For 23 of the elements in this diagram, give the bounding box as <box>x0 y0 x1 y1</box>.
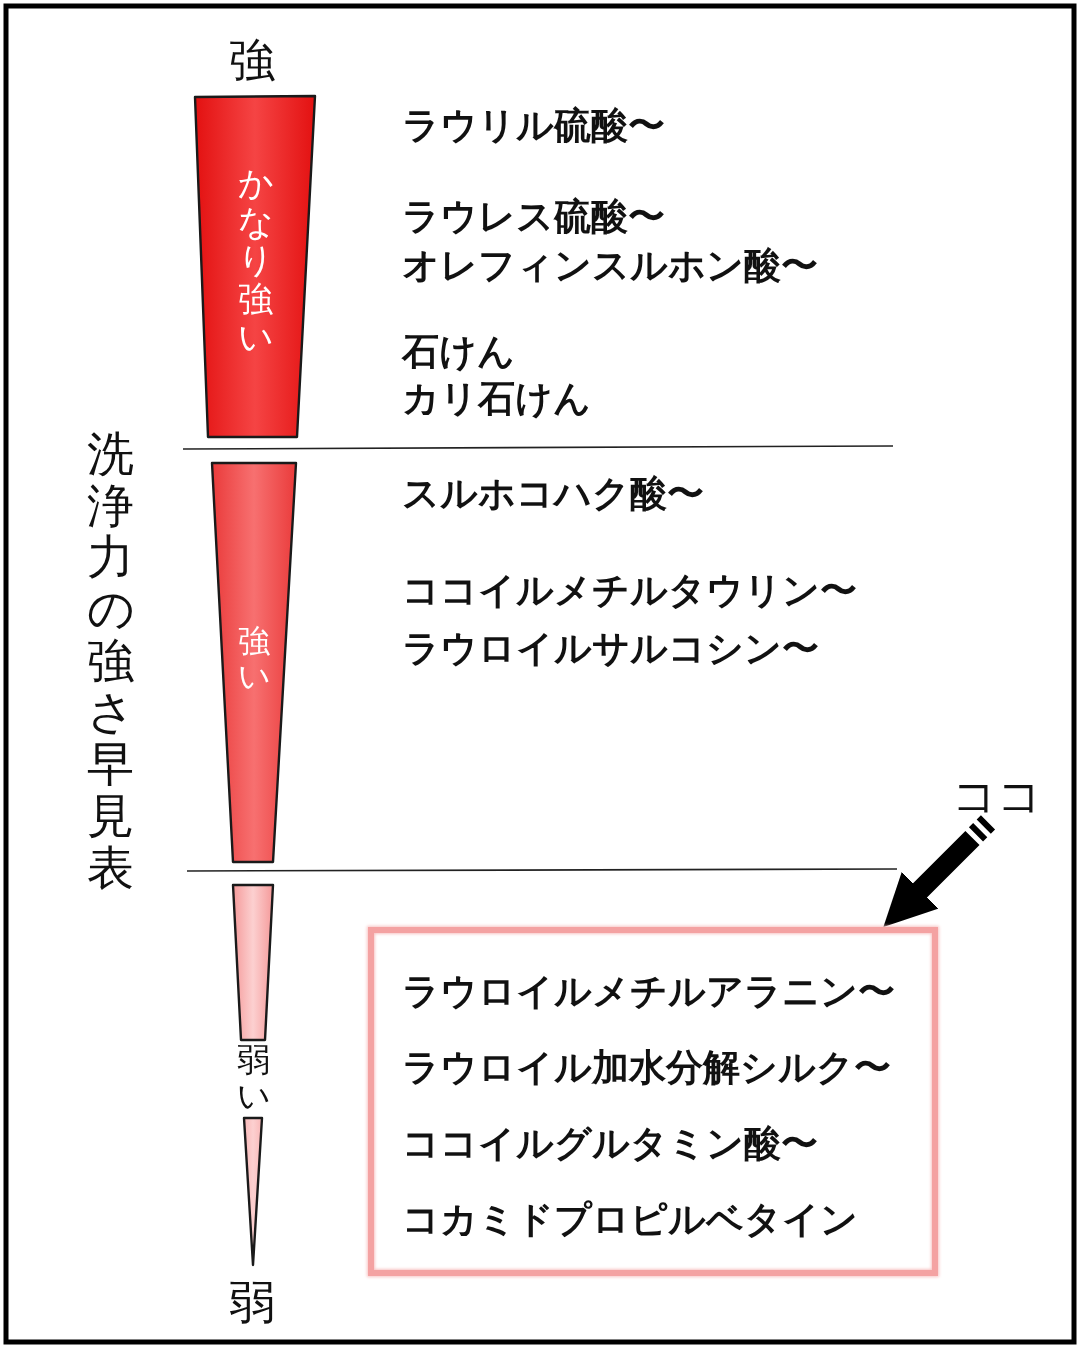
bar-label: 強い <box>238 624 270 695</box>
highlight-box <box>368 927 938 1276</box>
bar-label: かなり強い <box>237 164 273 357</box>
ingredient-name: ラウロイルサルコシン〜 <box>402 628 819 671</box>
bar-label: 弱い <box>236 1042 270 1115</box>
ingredient-name: オレフィンスルホン酸〜 <box>402 245 818 288</box>
callout-text: ココ <box>952 772 1042 821</box>
ingredient-name: ラウレス硫酸〜 <box>402 196 665 239</box>
strength-bar <box>230 882 276 1268</box>
ingredient-name: スルホコハク酸〜 <box>402 473 704 516</box>
ingredient-name: ラウロイルメチルアラニン〜 <box>402 971 895 1014</box>
ingredient-name: ラウリル硫酸〜 <box>402 105 665 148</box>
scale-end-label: 弱 <box>229 1276 275 1329</box>
diagram-title: 洗浄力の強さ早見表 <box>87 428 134 894</box>
ingredient-name: 石けん <box>402 331 515 374</box>
strength-bar <box>192 94 318 440</box>
ingredient-name: ココイルグルタミン酸〜 <box>402 1123 818 1166</box>
ingredient-name: コカミドプロピルベタイン <box>402 1199 858 1242</box>
strength-bar <box>209 460 299 865</box>
scale-end-label: 強 <box>229 34 275 87</box>
ingredient-name: ラウロイル加水分解シルク〜 <box>402 1047 891 1090</box>
ingredient-name: カリ石けん <box>402 378 591 421</box>
ingredient-name: ココイルメチルタウリン〜 <box>402 570 857 613</box>
